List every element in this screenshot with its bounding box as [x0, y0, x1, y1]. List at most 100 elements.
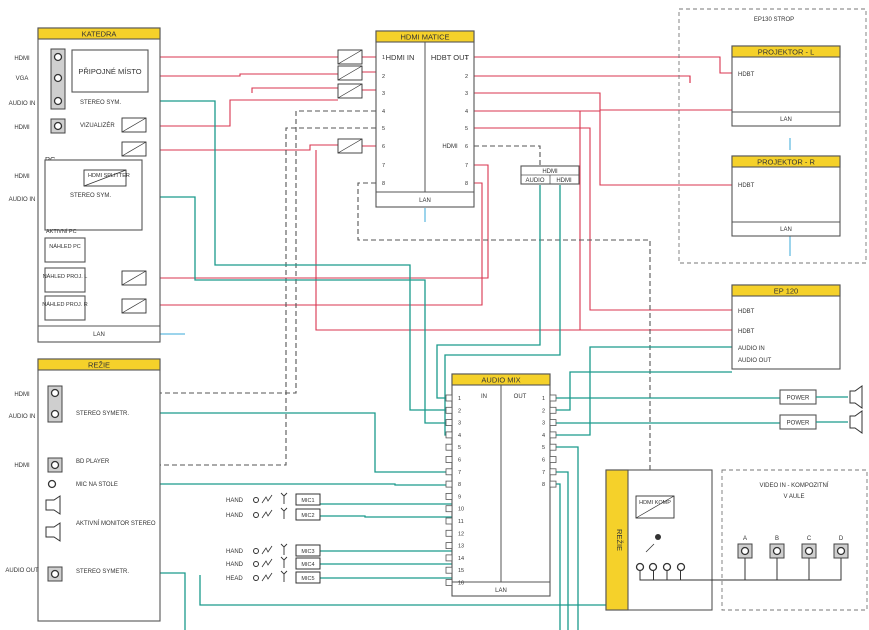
video-port-label: D — [839, 536, 844, 542]
mix-out-port — [549, 468, 557, 476]
mic-receiver-label: MIC5 — [301, 576, 314, 582]
mic-5: HEAD MIC5 — [226, 570, 321, 584]
rezie-video-panel: REŽIE HDMI KOMP — [605, 469, 713, 611]
mix-out-num: 4 — [542, 433, 545, 439]
audiomix-lan: LAN — [495, 588, 507, 594]
mix-in-port — [445, 492, 453, 500]
vizualizer-label: VIZUALIZÉR — [80, 122, 115, 129]
antenna-icon — [280, 507, 288, 519]
matrix-in-num: 1 — [382, 55, 385, 61]
strop-title: EP130 STROP — [754, 17, 794, 23]
mix-in-port — [445, 468, 453, 476]
katedra-lan: LAN — [93, 332, 105, 338]
matrix-in-num: 5 — [382, 126, 385, 132]
mix-in-num: 12 — [458, 531, 464, 537]
port-label-audio-in-2: AUDIO IN — [9, 197, 36, 203]
video-port-label: B — [775, 536, 779, 542]
mix-in-num: 13 — [458, 544, 464, 550]
mic-receiver-label: MIC2 — [301, 513, 314, 519]
mic-receiver-label: MIC4 — [301, 562, 314, 568]
aktivni-pc-label: AKTIVNÍ PC — [46, 228, 77, 235]
mix-out-port — [549, 406, 557, 414]
mic-icon — [253, 497, 259, 503]
mix-out-num: 6 — [542, 458, 545, 464]
rezie-side-label: REŽIE — [615, 529, 624, 551]
extractor-hdmi: HDMI — [556, 178, 572, 184]
mix-in-port — [445, 505, 453, 513]
mix-in-num: 9 — [458, 494, 461, 500]
matrix-out-num: 5 — [465, 126, 468, 132]
matrix-out-num: 7 — [465, 163, 468, 169]
video-title-2: V AULE — [783, 494, 804, 500]
port-label-audio-in-1: AUDIO IN — [9, 101, 36, 107]
mix-in-port — [445, 517, 453, 525]
ep120-panel: EP 120 HDBT HDBT AUDIO IN AUDIO OUT — [731, 284, 841, 370]
matrix-converter-4 — [337, 138, 363, 154]
mix-in-port — [445, 456, 453, 463]
matrix-out-num: 1 — [465, 55, 468, 61]
stereo-sym-label-2: STEREO SYM. — [70, 193, 111, 199]
power-amp-1: POWER — [779, 385, 863, 409]
mix-in-port — [445, 554, 453, 562]
mix-in-num: 7 — [458, 470, 461, 476]
ep120-audio-out: AUDIO OUT — [738, 358, 772, 364]
mix-in-port — [445, 394, 453, 402]
svg-text:POWER: POWER — [787, 396, 810, 402]
mix-in-num: 4 — [458, 433, 461, 439]
matrix-converter-2 — [337, 65, 363, 81]
ep120-hdbt-1: HDBT — [738, 309, 755, 315]
hdmi-splitter-label: HDMI SPLITTER — [88, 173, 130, 179]
nahled-proj-l-label: NÁHLED PROJ. L — [43, 273, 88, 280]
rezie-bd-player: BD PLAYER — [76, 459, 110, 465]
ep120-audio-in: AUDIO IN — [738, 346, 765, 352]
pripojne-misto-label: PŘIPOJNÉ MÍSTO — [78, 67, 141, 76]
projector-l-lan: LAN — [780, 117, 792, 123]
rezie-port-hdmi-1: HDMI — [14, 392, 30, 398]
stereo-sym-label-1: STEREO SYM. — [80, 100, 121, 106]
matrix-out-num: 2 — [465, 74, 468, 80]
mic-type: HEAD — [226, 576, 243, 582]
video-title-1: VIDEO IN - KOMPOZITNÍ — [759, 482, 828, 489]
mic-icon — [253, 561, 259, 567]
mix-in-num: 15 — [458, 568, 464, 574]
mix-in-num: 16 — [458, 581, 464, 587]
mix-in-num: 5 — [458, 445, 461, 451]
matrix-in-num: 3 — [382, 91, 385, 97]
mix-out-port — [549, 419, 557, 427]
rezie-port-audio-in: AUDIO IN — [9, 414, 36, 420]
matrix-out-num: 8 — [465, 181, 468, 187]
rezie-port-audio-out: AUDIO OUT — [5, 568, 39, 574]
antenna-icon — [280, 570, 288, 582]
rezie-title: REŽIE — [88, 361, 110, 370]
mix-in-port — [445, 443, 453, 451]
matrix-title: HDMI MATICE — [400, 33, 449, 42]
mix-out-num: 2 — [542, 408, 545, 414]
mix-in-num: 1 — [458, 396, 461, 402]
antenna-icon — [280, 556, 288, 568]
mix-in-port — [445, 529, 453, 537]
mic-type: HAND — [226, 562, 244, 568]
matrix-lan: LAN — [419, 198, 431, 204]
svg-text:POWER: POWER — [787, 421, 810, 427]
mix-out-num: 7 — [542, 470, 545, 476]
projector-r-title: PROJEKTOR - R — [757, 158, 815, 167]
mix-out-num: 8 — [542, 482, 545, 488]
matrix-converter-1 — [337, 49, 363, 65]
matrix-converter-3 — [337, 83, 363, 99]
mic-icon — [253, 512, 259, 518]
mix-in-port — [445, 542, 453, 549]
projector-r-lan: LAN — [780, 227, 792, 233]
mix-out-port — [549, 480, 557, 488]
speaker-icon-2 — [849, 410, 863, 434]
matrix-hdmi-label: HDMI — [442, 144, 458, 150]
dashed-lines — [70, 110, 651, 505]
rezie-stereo-out: STEREO SYMETR. — [76, 569, 129, 575]
mic-icon — [253, 548, 259, 554]
matrix-out-label: HDBT OUT — [431, 53, 470, 62]
wireless-icon — [261, 545, 273, 555]
ep120-hdbt-2: HDBT — [738, 329, 755, 335]
mic-receiver-label: MIC3 — [301, 549, 314, 555]
hdmi-lines — [70, 56, 732, 331]
